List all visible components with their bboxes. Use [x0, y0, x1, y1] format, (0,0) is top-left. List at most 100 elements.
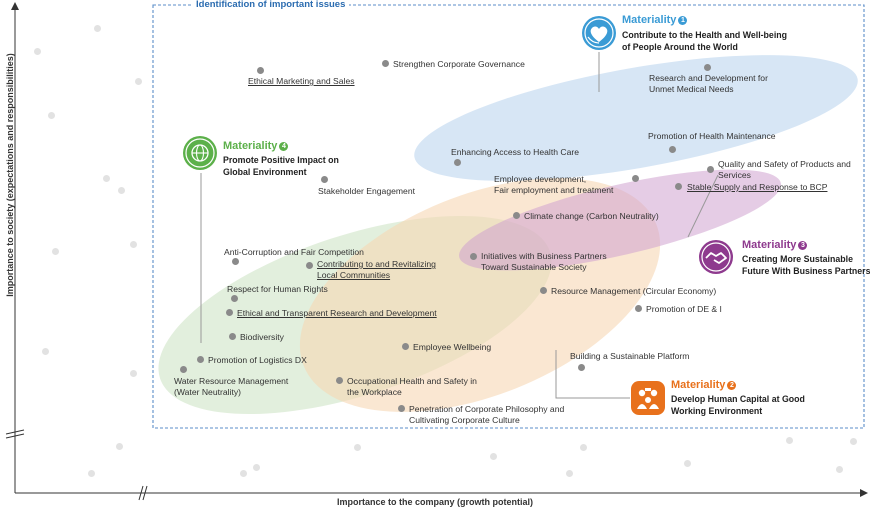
issue-label: Resource Management (Circular Economy): [551, 286, 717, 296]
connector-materiality-2: [555, 350, 630, 399]
background-dot: [850, 438, 857, 445]
issue-label: Research and Development for Unmet Medic…: [649, 73, 768, 94]
background-dot: [118, 187, 125, 194]
background-dot: [34, 48, 41, 55]
issue-label: Biodiversity: [240, 332, 284, 342]
issue-dot: [707, 166, 714, 173]
issue-label: Water Resource Management (Water Neutral…: [174, 376, 289, 397]
issue-dot: [398, 405, 405, 412]
people-group-icon: [631, 381, 665, 415]
issue-dot: [578, 364, 585, 371]
issue-label: Climate change (Carbon Neutrality): [524, 211, 659, 221]
background-dot: [130, 370, 137, 377]
issue-dot: [635, 305, 642, 312]
materiality-3-number: 3: [798, 241, 808, 250]
x-axis-arrow: [860, 489, 868, 497]
issue-dot: [257, 67, 264, 74]
materiality-1-line2: of People Around the World: [622, 42, 738, 52]
issue-label: Stakeholder Engagement: [318, 186, 415, 196]
issue-label: Ethical and Transparent Research and Dev…: [237, 308, 437, 318]
background-dot: [52, 248, 59, 255]
issue-dot: [669, 146, 676, 153]
issue-dot: [229, 333, 236, 340]
issue-dot: [704, 64, 711, 71]
background-dot: [94, 25, 101, 32]
issue-dot: [402, 343, 409, 350]
background-dot: [116, 443, 123, 450]
background-dot: [253, 464, 260, 471]
issue-dot: [513, 212, 520, 219]
issue-dot: [540, 287, 547, 294]
zone-partners: [459, 169, 781, 271]
issue-label: Penetration of Corporate Philosophy and …: [409, 404, 565, 425]
issue-label: Building a Sustainable Platform: [570, 351, 690, 361]
background-dot: [240, 470, 247, 477]
issue-dot: [321, 176, 328, 183]
globe-leaf-icon: [183, 136, 217, 170]
materiality-4-number: 4: [279, 142, 289, 151]
issue-label: Enhancing Access to Health Care: [451, 147, 580, 157]
materiality-1-line1: Contribute to the Health and Well-being: [622, 30, 788, 40]
background-dot: [786, 437, 793, 444]
issue-label: Ethical Marketing and Sales: [248, 76, 355, 86]
connector-materiality-3: [687, 174, 719, 238]
issue-dot: [226, 309, 233, 316]
materiality-3-line2: Future With Business Partners: [742, 266, 870, 276]
issue-dot: [180, 366, 187, 373]
y-axis-arrow: [11, 2, 19, 10]
materiality-2-line2: Working Environment: [671, 406, 763, 416]
issue-label: Respect for Human Rights: [227, 284, 328, 294]
background-dot: [684, 460, 691, 467]
background-dot: [566, 470, 573, 477]
issue-dot: [454, 159, 461, 166]
issue-dot: [470, 253, 477, 260]
heart-globe-icon: [582, 16, 616, 50]
background-dot: [130, 241, 137, 248]
issue-label: Promotion of Health Maintenance: [648, 131, 776, 141]
issue-dot: [382, 60, 389, 67]
materiality-4-line2: Global Environment: [223, 167, 307, 177]
issue-label: Employee development, Fair employment an…: [494, 174, 614, 195]
background-dot: [836, 466, 843, 473]
zone-health: [414, 55, 858, 181]
issue-label: Employee Wellbeing: [413, 342, 492, 352]
issue-dot: [632, 175, 639, 182]
issue-label: Occupational Health and Safety in the Wo…: [347, 376, 477, 397]
x-axis-title: Importance to the company (growth potent…: [336, 497, 533, 507]
background-dot: [354, 444, 361, 451]
issue-dot: [336, 377, 343, 384]
issue-dot: [306, 262, 313, 269]
issue-label: Stable Supply and Response to BCP: [687, 182, 828, 192]
materiality-4-line1: Promote Positive Impact on: [223, 155, 339, 165]
issue-dot: [197, 356, 204, 363]
background-dot: [88, 470, 95, 477]
important-issues-frame: [152, 4, 865, 429]
handshake-icon: [699, 240, 733, 274]
background-dot: [580, 444, 587, 451]
background-dot: [42, 348, 49, 355]
issue-label: Promotion of Logistics DX: [208, 355, 307, 365]
issue-label: Quality and Safety of Products and Servi…: [718, 159, 851, 180]
materiality-1-number: 1: [678, 16, 688, 25]
y-axis-title: Importance to society (expectations and …: [5, 53, 15, 297]
background-dot: [490, 453, 497, 460]
issue-dot: [675, 183, 682, 190]
materiality-2-number: 2: [727, 381, 737, 390]
background-dot: [48, 112, 55, 119]
materiality-3-line1: Creating More Sustainable: [742, 254, 853, 264]
frame-title: Identification of important issues: [192, 0, 350, 10]
y-axis-break-mark: [5, 429, 25, 439]
issue-label: Promotion of DE & I: [646, 304, 722, 314]
background-dot: [103, 175, 110, 182]
materiality-2-line1: Develop Human Capital at Good: [671, 394, 805, 404]
issue-label: Anti-Corruption and Fair Competition: [224, 247, 364, 257]
issue-label: Contributing to and Revitalizing Local C…: [317, 259, 436, 280]
issue-label: Initiatives with Business Partners Towar…: [481, 251, 607, 272]
issue-dot: [232, 258, 239, 265]
x-axis-break-mark: [138, 485, 148, 501]
